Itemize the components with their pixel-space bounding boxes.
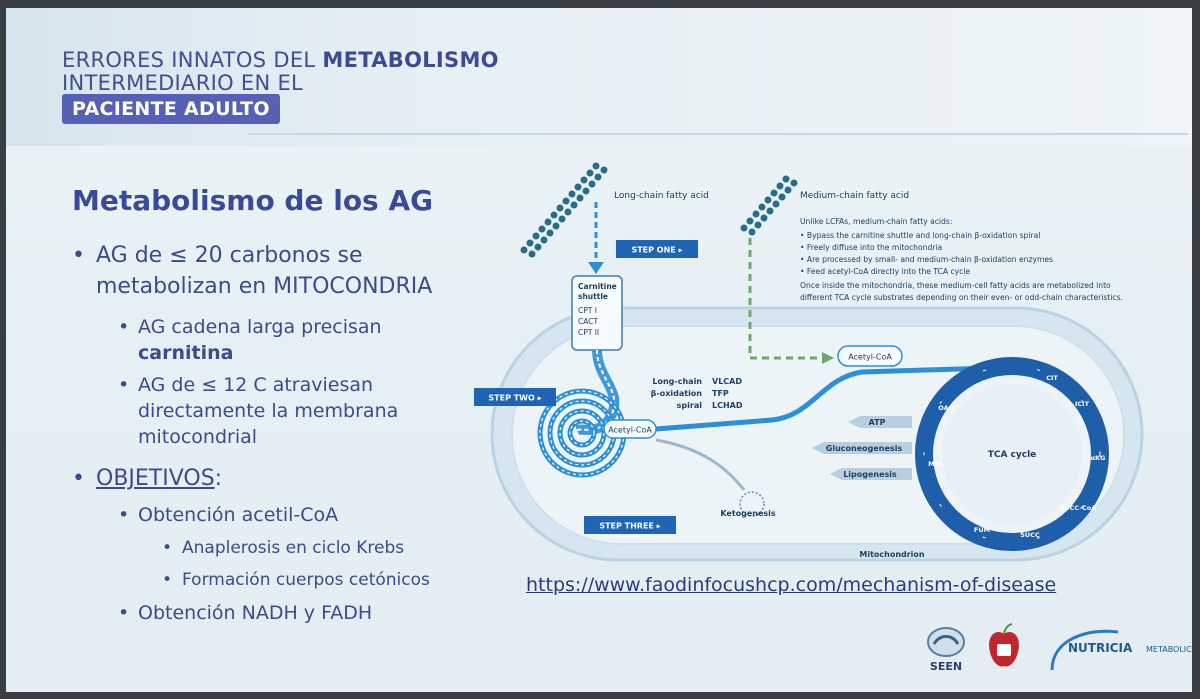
medium-chain-dashed-arrow xyxy=(748,238,822,360)
bullet-cuerpos-cetonicos: •Formación cuerpos cetónicos xyxy=(162,570,430,590)
acetyl-coa-top-pill xyxy=(837,345,903,367)
cpt2-label: CPT II xyxy=(578,328,599,337)
nutricia-logo: NUTRICIA METABOLICS xyxy=(1050,629,1192,671)
tca-cit: CIT xyxy=(1046,374,1058,382)
atp-label: ATP xyxy=(869,418,886,427)
carnitine-title1: Carnitine xyxy=(578,282,617,291)
acetyl-coa-flow-line xyxy=(655,365,993,432)
medium-chain-fatty-acid-icon xyxy=(740,175,798,236)
carnitine-title2: shuttle xyxy=(578,292,608,301)
bullet-12c: •AG de ≤ 12 C atraviesan xyxy=(118,374,374,396)
shuttle-path-inner xyxy=(576,349,616,431)
mcfa-point-2: • Freely diffuse into the mitochondria xyxy=(800,243,942,252)
ketogenesis-arrow xyxy=(655,438,746,491)
long-chain-label: Long-chain fatty acid xyxy=(614,191,709,201)
medium-chain-notes: Unlike LCFAs, medium-chain fatty acids: … xyxy=(800,217,1123,302)
bullet-acetil-coa: •Obtención acetil-CoA xyxy=(118,504,339,526)
patient-badge: PACIENTE ADULTO xyxy=(62,94,280,124)
tca-ring-separators xyxy=(923,365,1101,543)
seen-logo: SEEN xyxy=(927,627,965,673)
bullet-objetivos-label: OBJETIVOS xyxy=(96,466,215,491)
mcfa-outro-2: different TCA cycle substrates depending… xyxy=(800,293,1123,302)
slide-title-line2: INTERMEDIARIO EN EL xyxy=(62,71,304,95)
step-two-badge xyxy=(474,388,556,406)
acetyl-coa-top-label: Acetyl-CoA xyxy=(848,353,892,362)
gluconeogenesis-arrow xyxy=(812,442,912,454)
bullet-cadena-larga-line1: AG cadena larga precisan xyxy=(138,316,382,338)
tca-akg: αKG xyxy=(1091,454,1106,462)
beta-ox-label2: β-oxidation xyxy=(651,389,703,398)
step-two-label: STEP TWO ▸ xyxy=(488,394,541,403)
section-heading: Metabolismo de los AG xyxy=(72,184,434,217)
bullet-12c-line1: AG de ≤ 12 C atraviesan xyxy=(138,374,374,396)
bullet-carbonos-line2: metabolizan en MITOCONDRIA xyxy=(96,274,433,299)
long-chain-arrowhead xyxy=(588,262,604,274)
step-three-label: STEP THREE ▸ xyxy=(599,522,660,531)
bullet-acetil-coa-text: Obtención acetil-CoA xyxy=(138,504,339,526)
bullet-objetivos: •OBJETIVOS: xyxy=(72,466,223,491)
tca-icit: ICIT xyxy=(1075,400,1090,408)
lipogenesis-label: Lipogenesis xyxy=(843,470,897,479)
step-one-badge xyxy=(616,240,698,258)
tca-cycle-label: TCA cycle xyxy=(988,450,1037,460)
seen-logo-text: SEEN xyxy=(930,660,962,673)
vlcad-label: VLCAD xyxy=(712,377,742,386)
mcfa-outro-1: Once inside the mitochondria, these medi… xyxy=(800,281,1111,290)
mcfa-point-3: • Are processed by small- and medium-cha… xyxy=(800,255,1053,264)
medium-chain-arrowhead xyxy=(822,352,834,364)
mcfa-intro: Unlike LCFAs, medium-chain fatty acids: xyxy=(800,217,952,226)
source-link[interactable]: https://www.faodinfocushcp.com/mechanism… xyxy=(526,574,1057,596)
bullet-12c-line2: directamente la membrana xyxy=(138,400,399,422)
mcfa-point-4: • Feed acetyl-CoA directly into the TCA … xyxy=(800,267,970,276)
cact-label: CACT xyxy=(578,317,598,326)
nutricia-logo-subtext: METABOLICS xyxy=(1146,645,1192,654)
tca-fum: FUM xyxy=(974,526,990,534)
title-line1-text: ERRORES INNATOS DEL xyxy=(62,48,323,72)
tca-mal: MAL xyxy=(928,460,944,468)
long-chain-fatty-acid-icon xyxy=(520,162,608,258)
acetyl-coa-spiral-label: Acetyl-CoA xyxy=(608,426,652,435)
bullet-cuerpos-cetonicos-text: Formación cuerpos cetónicos xyxy=(182,570,430,590)
bullet-cadena-larga: •AG cadena larga precisan xyxy=(118,316,382,338)
bullet-anaplerosis: •Anaplerosis en ciclo Krebs xyxy=(162,538,405,558)
lipogenesis-arrow xyxy=(830,468,912,480)
bullet-nadh-fadh-text: Obtención NADH y FADH xyxy=(138,602,373,624)
medium-chain-label: Medium-chain fatty acid xyxy=(800,191,909,201)
tca-cycle-center xyxy=(942,384,1082,524)
slide-title-line1: ERRORES INNATOS DEL METABOLISMO xyxy=(62,48,499,72)
gluconeogenesis-label: Gluconeogenesis xyxy=(826,444,903,453)
bullet-cadena-larga-line2: carnitina xyxy=(138,342,234,364)
ketogenesis-label: Ketogenesis xyxy=(720,509,776,518)
bullet-nadh-fadh: •Obtención NADH y FADH xyxy=(118,602,373,624)
beta-ox-label3: spiral xyxy=(677,401,703,410)
bullet-12c-line3: mitocondrial xyxy=(138,426,258,448)
mcfa-point-1: • Bypass the carnitine shuttle and long-… xyxy=(800,231,1040,240)
title-line1-bold: METABOLISMO xyxy=(322,48,499,72)
tca-oaa: OAA xyxy=(938,404,953,412)
lchad-label: LCHAD xyxy=(712,401,743,410)
atp-arrow xyxy=(848,416,912,428)
bullet-anaplerosis-text: Anaplerosis en ciclo Krebs xyxy=(182,538,405,558)
bullet-carbonos: •AG de ≤ 20 carbonos se xyxy=(72,243,363,268)
header-divider xyxy=(248,133,1188,135)
slide: ERRORES INNATOS DEL METABOLISMO INTERMED… xyxy=(6,8,1192,692)
tca-succcoa: SUCC-CoA xyxy=(1060,504,1097,512)
step-one-label: STEP ONE ▸ xyxy=(631,246,682,255)
tca-outputs: ATP Gluconeogenesis Lipogenesis xyxy=(812,416,912,480)
step-three-badge xyxy=(584,516,676,534)
mitochondrion-label: Mitochondrion xyxy=(859,550,925,559)
fatty-acid-metabolism-diagram: Long-chain fatty acid Medium-chain fatty… xyxy=(474,162,1144,562)
cpt1-label: CPT I xyxy=(578,306,597,315)
beta-ox-label1: Long-chain xyxy=(652,377,702,386)
nutricia-logo-text: NUTRICIA xyxy=(1068,641,1133,655)
apple-logo xyxy=(989,623,1019,667)
bullet-objetivos-colon: : xyxy=(214,466,223,491)
bullet-carbonos-line1: AG de ≤ 20 carbonos se xyxy=(96,243,363,268)
tfp-label: TFP xyxy=(712,389,729,398)
tca-succ: SUCC xyxy=(1020,531,1040,539)
ketogenesis-icon xyxy=(739,491,765,517)
